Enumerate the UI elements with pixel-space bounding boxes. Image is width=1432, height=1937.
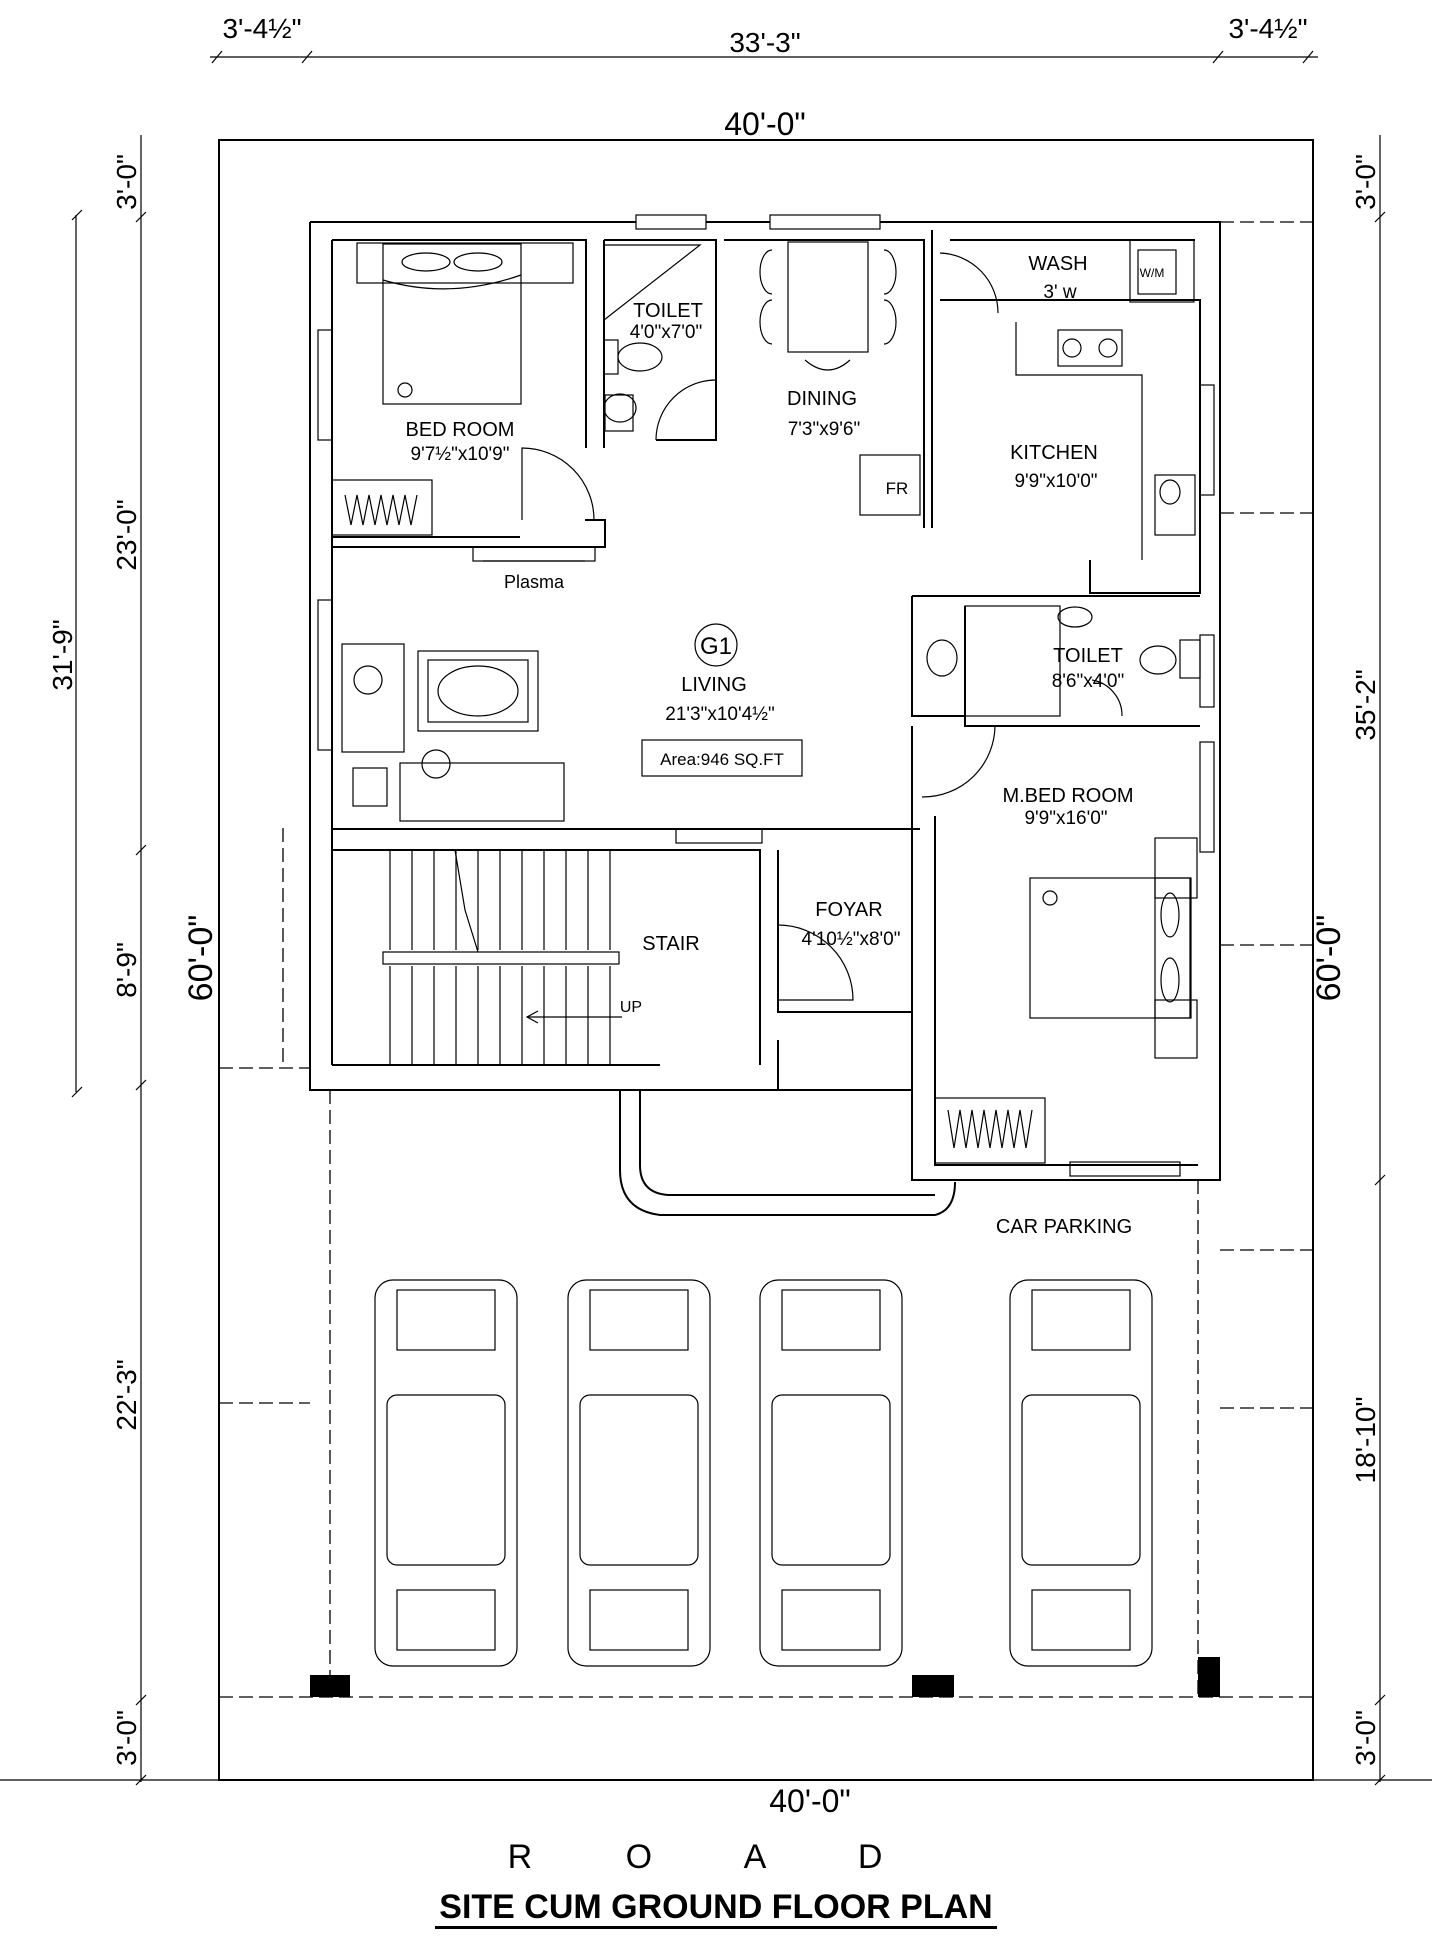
wash-size: 3' w bbox=[1043, 282, 1076, 303]
bedroom-wardrobe bbox=[331, 479, 433, 536]
dim-left-plot-depth: 60'-0" bbox=[182, 915, 220, 1002]
dim-left-block3: 22'-3" bbox=[111, 1359, 142, 1430]
room-labels: BED ROOM 9'7½"x10'9" TOILET 4'0"x7'0" DI… bbox=[406, 253, 1134, 1238]
area-box bbox=[641, 739, 803, 777]
fridge-label: FR bbox=[886, 479, 909, 498]
dim-right-house: 35'-2" bbox=[1350, 669, 1381, 740]
plan-title: SITE CUM GROUND FLOOR PLAN bbox=[0, 1888, 1432, 1929]
doors bbox=[521, 252, 1123, 1012]
washing-machine: W/M bbox=[1129, 239, 1195, 303]
right-dimension-chain: 3'-0" 35'-2" 60'-0" 18'-10" 3'-0" bbox=[1310, 135, 1386, 1786]
dining-name: DINING bbox=[787, 388, 857, 410]
plasma-label: Plasma bbox=[504, 572, 565, 592]
left-dimension-chain: 3'-0" 23'-0" 8'-9" 22'-3" 3'-0" 31'-9" 6… bbox=[47, 135, 220, 1786]
stair-up-label: UP bbox=[620, 999, 642, 1016]
grid-marker-circle bbox=[694, 623, 738, 667]
master-bedroom-size: 9'9"x16'0" bbox=[1024, 808, 1107, 829]
toilet2-size: 8'6"x4'0" bbox=[1052, 671, 1125, 692]
foyer-size: 4'10½"x8'0" bbox=[802, 929, 901, 950]
car-parking-name: CAR PARKING bbox=[996, 1216, 1132, 1238]
dim-left-bottom-setback: 3'-0" bbox=[111, 1710, 142, 1766]
staircase bbox=[382, 849, 622, 1065]
stair-name: STAIR bbox=[642, 933, 699, 955]
dim-left-top-setback: 3'-0" bbox=[111, 154, 142, 210]
dim-left-block1: 23'-0" bbox=[111, 499, 142, 570]
living-size: 21'3"x10'4½" bbox=[665, 704, 775, 725]
toilet1-size: 4'0"x7'0" bbox=[630, 322, 703, 343]
top-dimension-chain: 3'-4½" 33'-3" 3'-4½" 40'-0" bbox=[210, 13, 1318, 142]
dim-plot-width-bottom: 40'-0" bbox=[769, 1783, 851, 1819]
pillars bbox=[310, 1657, 1220, 1697]
living-sofa-set bbox=[341, 643, 565, 822]
toilet1-name: TOILET bbox=[633, 300, 703, 322]
toilet1-fixtures bbox=[603, 244, 702, 432]
master-bedroom-name: M.BED ROOM bbox=[1002, 785, 1133, 807]
bedroom-bed bbox=[356, 242, 574, 405]
dim-right-top-setback: 3'-0" bbox=[1350, 154, 1381, 210]
dim-right-bottom-setback: 3'-0" bbox=[1350, 1710, 1381, 1766]
dim-right-parking: 18'-10" bbox=[1350, 1397, 1381, 1484]
bedroom-size: 9'7½"x10'9" bbox=[411, 444, 510, 465]
wash-name: WASH bbox=[1028, 253, 1087, 275]
plan-title-text: SITE CUM GROUND FLOOR PLAN bbox=[435, 1888, 997, 1929]
dim-top-left-setback: 3'-4½" bbox=[222, 13, 301, 44]
road-label: R O A D bbox=[507, 1838, 925, 1876]
dining-size: 7'3"x9'6" bbox=[788, 419, 861, 440]
foyer-name: FOYAR bbox=[815, 899, 882, 921]
dining-table bbox=[759, 241, 897, 371]
grid-marker-label: G1 bbox=[700, 633, 732, 660]
dim-top-middle: 33'-3" bbox=[729, 27, 800, 58]
setback-lines bbox=[219, 221, 1313, 1698]
kitchen-size: 9'9"x10'0" bbox=[1014, 471, 1097, 492]
master-bed bbox=[1029, 837, 1198, 1059]
windows bbox=[317, 214, 1215, 1177]
toilet2-name: TOILET bbox=[1053, 645, 1123, 667]
toilet2-fixtures bbox=[926, 605, 1201, 717]
dim-top-right-setback: 3'-4½" bbox=[1228, 13, 1307, 44]
dim-left-overall-house: 31'-9" bbox=[47, 619, 78, 690]
washing-machine-label: W/M bbox=[1140, 266, 1165, 280]
master-wardrobe bbox=[934, 1097, 1046, 1164]
plasma-tv: Plasma bbox=[472, 546, 596, 592]
fridge: FR bbox=[859, 454, 921, 516]
dim-left-block2: 8'-9" bbox=[111, 942, 142, 998]
bedroom-name: BED ROOM bbox=[406, 419, 515, 441]
kitchen-counter bbox=[1015, 322, 1196, 560]
dim-right-plot-depth: 60'-0" bbox=[1310, 915, 1348, 1002]
kitchen-name: KITCHEN bbox=[1010, 442, 1098, 464]
dim-plot-width-top: 40'-0" bbox=[724, 106, 806, 142]
parked-cars bbox=[374, 1279, 1153, 1667]
area-label: Area:946 SQ.FT bbox=[660, 750, 784, 769]
living-name: LIVING bbox=[681, 674, 747, 696]
